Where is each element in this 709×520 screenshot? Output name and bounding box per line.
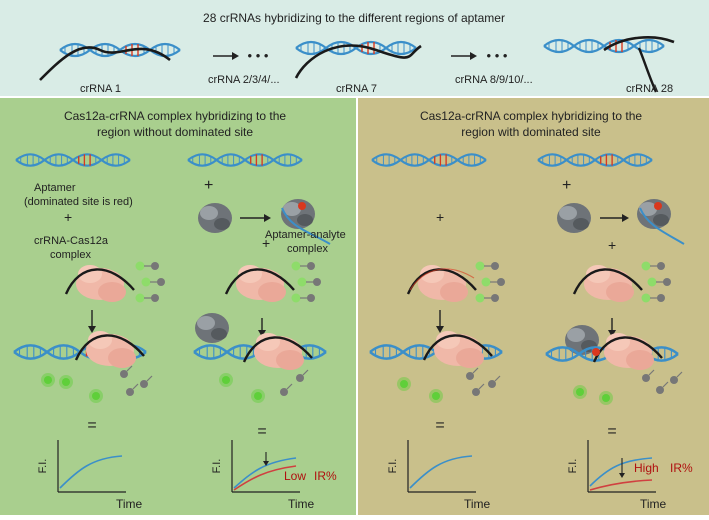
crrna-1-illustration <box>39 42 182 81</box>
right-panel-title-2: region with dominated site <box>461 125 601 139</box>
plus-sign-d1: + <box>562 177 571 194</box>
fi-label-a: F.I. <box>37 459 49 474</box>
down-arrow-a1 <box>88 310 96 333</box>
fi-label-c: F.I. <box>387 459 399 474</box>
svg-text:• • •: • • • <box>487 48 508 63</box>
aptamer-label: Aptamer <box>34 182 76 194</box>
aptamer-analyte-complex-d <box>637 199 685 245</box>
cas12a-complex-c <box>406 263 478 304</box>
right-arrow-d <box>600 214 629 222</box>
plot-b <box>231 440 300 493</box>
equals-a1: = <box>87 417 96 434</box>
plus-sign-b2: + <box>262 235 270 251</box>
top-panel-title: 28 crRNAs hybridizing to the different r… <box>203 11 505 25</box>
result-ir-label-right: IR% <box>670 461 693 475</box>
down-arrow-d1 <box>608 318 616 337</box>
crrna-label-7: crRNA 7 <box>336 83 377 95</box>
down-arrow-c1 <box>436 310 444 333</box>
analyte-icon-d <box>557 203 591 233</box>
result-high-label: High <box>634 461 659 475</box>
analyte-icon-b <box>198 203 232 233</box>
result-low-label: Low <box>284 469 306 483</box>
right-panel-title-1: Cas12a-crRNA complex hybridizing to the <box>420 109 642 123</box>
crrna-label-28: crRNA 28 <box>626 83 673 95</box>
crrna-label-1: crRNA 1 <box>80 83 121 95</box>
plot-d <box>587 440 656 493</box>
plot-a <box>57 440 126 493</box>
crrna-label-8: crRNA 8/9/10/... <box>455 74 533 86</box>
left-panel-title-2: region without dominated site <box>97 125 253 139</box>
left-panel-title-1: Cas12a-crRNA complex hybridizing to the <box>64 109 286 123</box>
result-ir-label-left: IR% <box>314 469 337 483</box>
time-label-b: Time <box>288 497 315 511</box>
plus-sign-a1: + <box>64 209 72 225</box>
time-label-d: Time <box>640 497 667 511</box>
equals-d1: = <box>607 423 616 440</box>
fi-label-d: F.I. <box>567 459 579 474</box>
plot-c <box>407 440 476 493</box>
crrna-28-illustration <box>542 36 675 93</box>
left-panel-background <box>0 98 357 515</box>
analyte-sublabel: complex <box>287 243 328 255</box>
aptamer-analyte-complex-b <box>281 199 331 245</box>
down-arrow-b1 <box>258 318 266 337</box>
arrow-1: • • • <box>213 48 269 63</box>
complex-label: crRNA-Cas12a <box>34 235 109 247</box>
right-arrow-b <box>240 214 271 222</box>
fi-label-b: F.I. <box>211 459 223 474</box>
crrna-7-illustration <box>294 40 422 79</box>
complex-sublabel: complex <box>50 249 91 261</box>
crrna-label-2: crRNA 2/3/4/... <box>208 74 280 86</box>
equals-b1: = <box>257 423 266 440</box>
right-panel-background <box>357 98 709 515</box>
plus-sign-b1: + <box>204 177 213 194</box>
cleavage-d <box>544 325 683 405</box>
aptamer-sublabel: (dominated site is red) <box>24 196 133 208</box>
time-label-a: Time <box>116 497 143 511</box>
svg-text:• • •: • • • <box>248 48 269 63</box>
equals-c1: = <box>435 417 444 434</box>
arrow-2: • • • <box>451 48 508 63</box>
plus-sign-c1: + <box>436 209 444 225</box>
analyte-label: Aptamer-analyte <box>265 229 346 241</box>
time-label-c: Time <box>464 497 491 511</box>
plus-sign-d2: + <box>608 237 616 253</box>
